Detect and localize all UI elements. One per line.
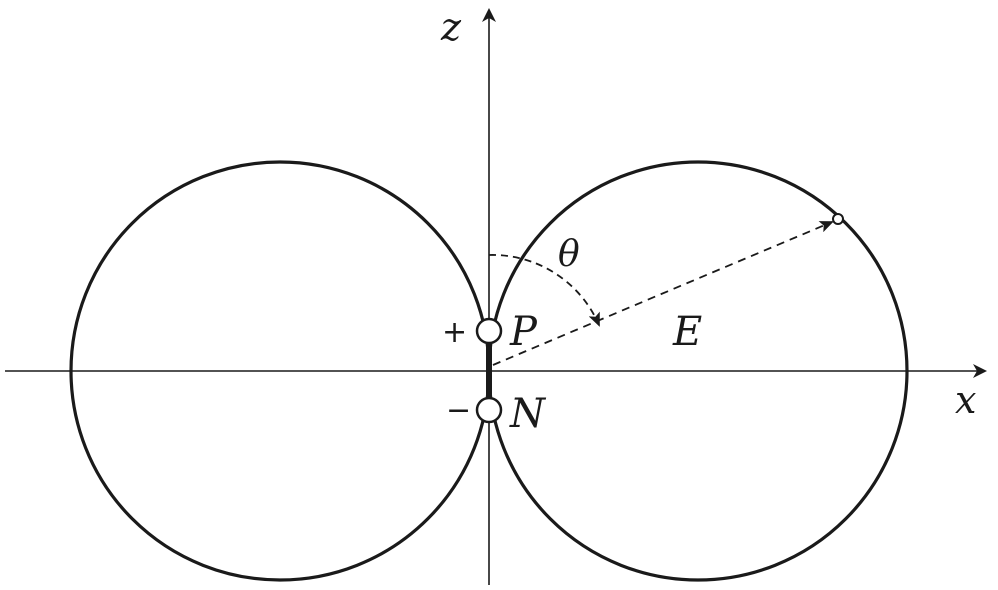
theta-arc xyxy=(488,254,600,327)
theta-label: θ xyxy=(558,234,580,275)
positive-charge-label: P xyxy=(509,309,538,355)
field-label: E xyxy=(672,309,702,355)
negative-charge-label: N xyxy=(509,391,547,437)
x-axis-label: x xyxy=(955,378,976,422)
negative-charge-node xyxy=(475,396,503,424)
z-axis-label: z xyxy=(440,5,462,49)
minus-sign: − xyxy=(446,393,471,428)
field-vector xyxy=(492,221,834,366)
field-point xyxy=(832,213,844,225)
positive-charge-node xyxy=(475,317,503,345)
plus-sign: + xyxy=(442,315,467,350)
